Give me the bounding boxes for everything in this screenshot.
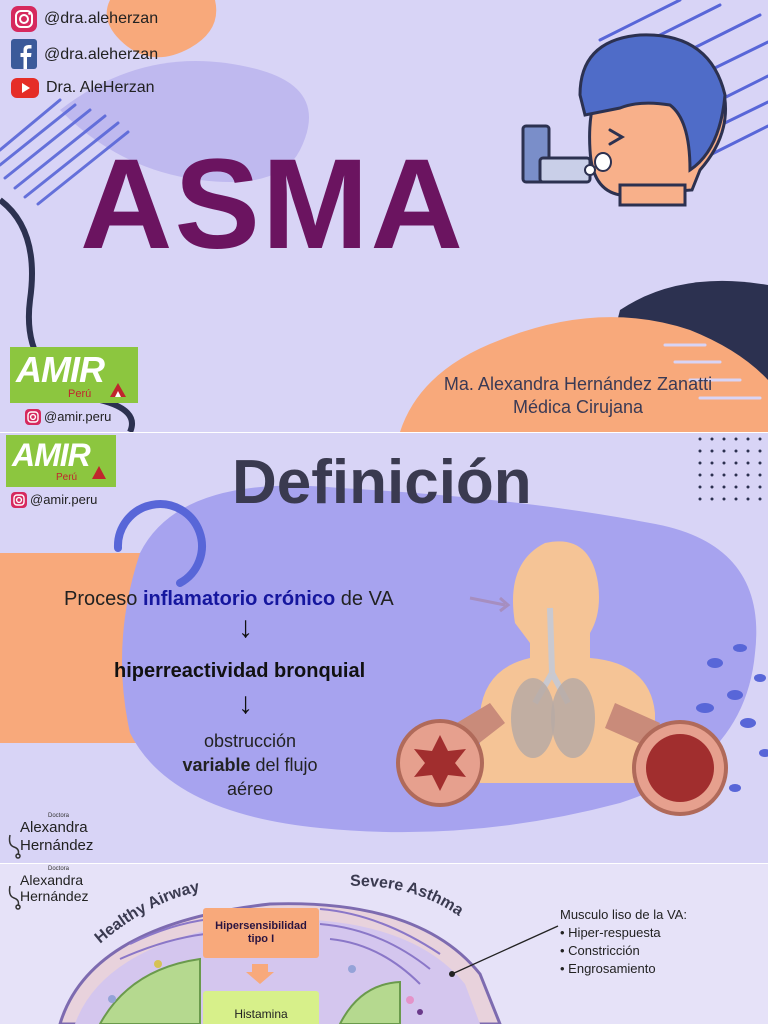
inhaler-illustration: [521, 33, 727, 207]
author-name: Ma. Alexandra Hernández Zanatti: [443, 374, 713, 394]
instagram-icon: [11, 492, 27, 508]
facebook-handle: @dra.aleherzan: [44, 46, 159, 63]
instagram-icon: [25, 409, 41, 425]
definition-suffix: de VA: [335, 588, 394, 610]
peru-flag-icon: [92, 466, 106, 479]
signature-tag: Doctora: [48, 813, 70, 819]
muscle-info: Musculo liso de la VA: • Hiper-respuesta…: [560, 906, 687, 978]
presentation-title: ASMA: [80, 133, 465, 276]
stethoscope-icon: [8, 885, 21, 910]
box-hipersensibilidad-text: Hipersensibilidad tipo I: [215, 920, 307, 945]
definition-prefix: Proceso: [64, 588, 143, 610]
amir-logo-country: Perú: [56, 472, 78, 483]
signature-first: Alexandra: [20, 819, 88, 836]
slide-definition: AMIR Perú @amir.peru Definición Proceso …: [0, 433, 768, 863]
definition-line-2: hiperreactividad bronquial: [114, 660, 366, 682]
instagram-handle: @dra.aleherzan: [44, 10, 159, 27]
amir-logo-country: Perú: [68, 388, 92, 400]
slide-pathophysiology: Healthy Airway Severe Asthma Doctora Ale…: [0, 864, 768, 1024]
author-role: Médica Cirujana: [512, 397, 644, 417]
amir-handle: @amir.peru: [30, 492, 98, 507]
slide1-decorations: [0, 0, 768, 432]
muscle-item: • Hiper-respuesta: [560, 925, 661, 940]
amir-logo-text: AMIR: [12, 437, 91, 473]
box-hipersensibilidad: Hipersensibilidad tipo I: [203, 908, 319, 958]
stethoscope-icon: [8, 834, 21, 859]
amir-logo: AMIR Perú: [10, 347, 138, 403]
slide2-decorations: [0, 437, 768, 833]
muscle-item-text: Engrosamiento: [568, 961, 656, 976]
arrow-down-1: ↓: [238, 611, 253, 644]
signature-first: Alexandra: [20, 872, 84, 888]
term-inflamatorio: inflamatorio: [142, 588, 258, 610]
muscle-item-text: Constricción: [568, 943, 640, 958]
obstruction-word: obstrucción: [203, 731, 297, 751]
signature-last: Hernández: [20, 837, 94, 854]
definition-line-1: Proceso inflamatorio crónico de VA: [64, 588, 394, 611]
youtube-icon: [11, 78, 39, 98]
obstruction-detail: variable del flujo: [150, 753, 350, 777]
youtube-handle: Dra. AleHerzan: [46, 79, 155, 96]
box-histamina-text: Histamina: [234, 1007, 288, 1021]
signature-logo: Doctora Alexandra Hernández: [6, 866, 116, 912]
airway-cross-section-illustration: Healthy Airway Severe Asthma: [58, 873, 559, 1024]
amir-handle: @amir.peru: [44, 409, 112, 424]
facebook-icon: [11, 39, 37, 69]
airway-anatomy-illustration: [396, 541, 728, 816]
arrow-down-2: ↓: [238, 687, 253, 720]
flow-words: del flujo: [250, 755, 318, 775]
signature-tag: Doctora: [48, 866, 70, 872]
muscle-item-text: Hiper-respuesta: [568, 925, 661, 940]
signature-last: Hernández: [20, 888, 89, 904]
muscle-item: • Engrosamiento: [560, 961, 656, 976]
variable-word: variable: [182, 755, 251, 775]
muscle-item: • Constricción: [560, 943, 640, 958]
term-cronico: crónico: [262, 588, 336, 610]
instagram-icon: [11, 6, 37, 32]
slide-title: Definición: [232, 448, 532, 517]
peru-flag-icon: [110, 383, 126, 397]
definition-line-3: obstrucción variable del flujo aéreo: [150, 729, 350, 801]
amir-logo: AMIR Perú: [6, 435, 116, 487]
muscle-heading: Musculo liso de la VA:: [560, 907, 687, 922]
amir-logo-text: AMIR: [16, 349, 105, 390]
signature-logo: Doctora Alexandra Hernández: [6, 813, 116, 859]
slide-title: @dra.aleherzan @dra.aleherzan Dra. AleHe…: [0, 0, 768, 432]
aereo-word: aéreo: [226, 779, 274, 799]
box-histamina: Histamina: [203, 991, 319, 1024]
